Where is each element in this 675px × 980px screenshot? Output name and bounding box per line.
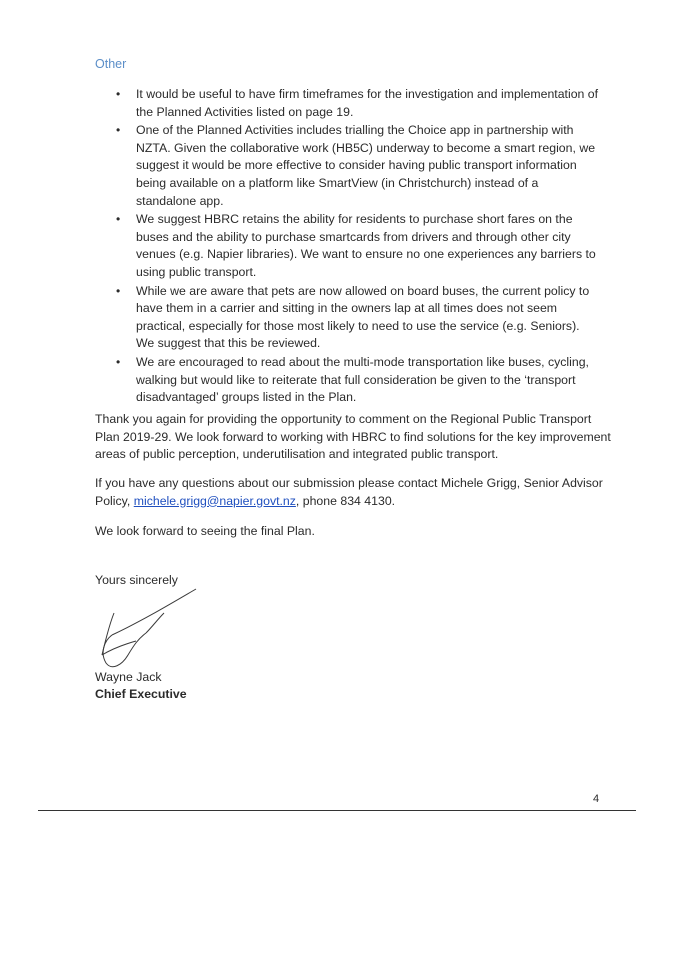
list-item-text: We are encouraged to read about the mult… [136, 354, 589, 405]
list-item-text: While we are aware that pets are now all… [136, 283, 590, 351]
thanks-paragraph: Thank you again for providing the opport… [95, 412, 611, 462]
bullet-icon: • [116, 87, 121, 101]
contact-suffix: , phone 834 4130. [295, 493, 396, 508]
section-heading: Other [95, 57, 127, 71]
list-item: • While we are aware that pets are now al… [95, 283, 600, 353]
list-item-text: It would be useful to have firm timefram… [136, 87, 599, 119]
email-link[interactable]: michele.grigg@napier.govt.nz [133, 493, 296, 508]
contact-paragraph: If you have any questions about our subm… [95, 475, 615, 510]
bullet-icon: • [116, 283, 121, 298]
list-item: • We are encouraged to read about the mul… [95, 354, 600, 407]
list-item-text: One of the Planned Activities includes t… [136, 123, 596, 208]
contact-prefix: If you have any questions about our subm… [95, 476, 603, 508]
bullet-icon: • [116, 123, 121, 138]
list-item: • It would be useful to have firm timefra… [95, 86, 600, 121]
footer-divider [38, 810, 636, 811]
bullet-icon: • [116, 212, 121, 227]
closing: Yours sincerely [95, 573, 178, 587]
list-item: • We suggest HBRC retains the ability for… [95, 211, 600, 281]
page-number: 4 [593, 793, 600, 805]
list-item: • One of the Planned Activities includes … [95, 122, 600, 210]
final-paragraph: We look forward to seeing the final Plan… [95, 524, 315, 538]
list-item-text: We suggest HBRC retains the ability for … [136, 212, 596, 279]
signature-image [101, 588, 197, 668]
signatory-name: Wayne Jack [95, 670, 162, 684]
bullet-icon: • [116, 354, 121, 369]
signatory-title: Chief Executive [95, 687, 187, 701]
bullet-list: • It would be useful to have firm timefra… [95, 86, 600, 408]
